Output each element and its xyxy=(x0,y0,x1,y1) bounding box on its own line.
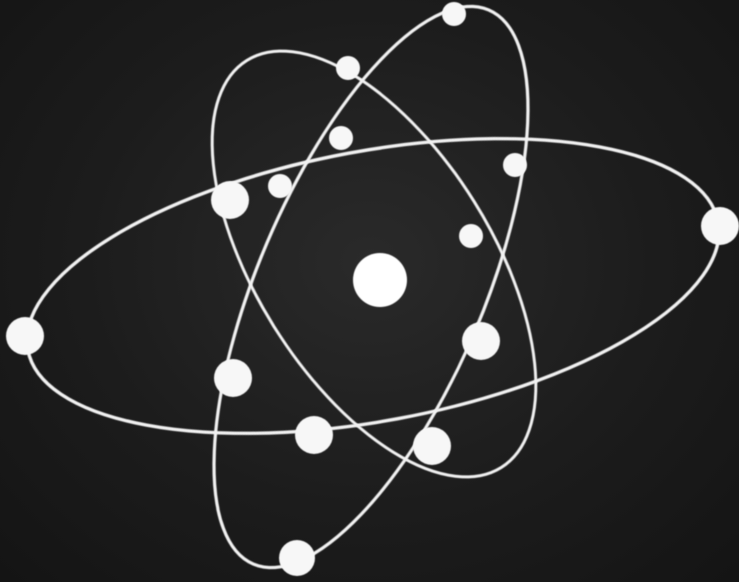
electron xyxy=(462,322,500,360)
electron xyxy=(295,416,333,454)
electron xyxy=(329,126,353,150)
electron xyxy=(6,317,44,355)
electron xyxy=(503,153,527,177)
nucleus xyxy=(353,253,407,307)
electron xyxy=(279,540,315,576)
electron xyxy=(442,2,466,26)
electron xyxy=(214,359,252,397)
electron xyxy=(268,174,292,198)
electron xyxy=(459,224,483,248)
electron xyxy=(336,56,360,80)
electron xyxy=(701,207,739,245)
electron xyxy=(413,427,451,465)
electron xyxy=(211,181,249,219)
